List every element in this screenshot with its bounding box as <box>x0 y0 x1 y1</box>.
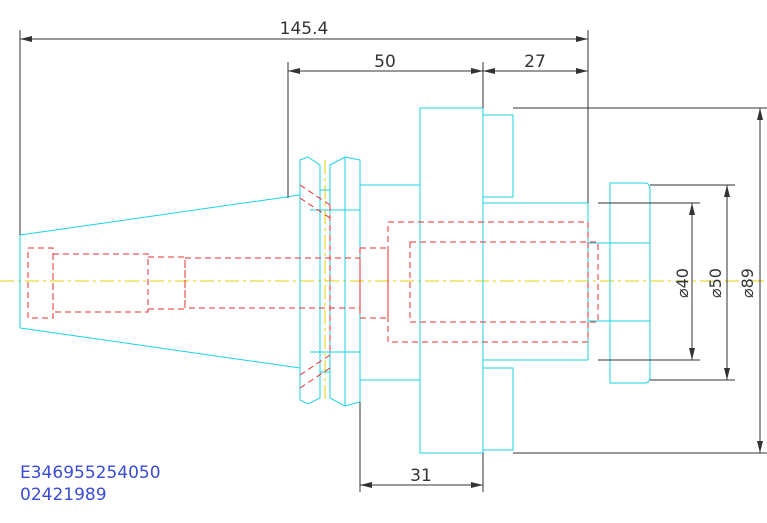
dim-overall-length-label: 145.4 <box>280 19 329 39</box>
dim-flange-length: 50 <box>287 52 484 198</box>
dim-collar-length: 27 <box>483 52 588 74</box>
dim-collar-length-label: 27 <box>524 52 546 72</box>
dim-body-diameter: ⌀50 <box>650 184 735 381</box>
dim-bore-diameter-label: ⌀40 <box>673 268 692 298</box>
dim-flange-length-label: 50 <box>374 52 396 72</box>
dim-bore-diameter: ⌀40 <box>598 202 700 361</box>
part-number: E346955254050 <box>20 463 161 483</box>
dim-body-diameter-label: ⌀50 <box>706 268 725 298</box>
dim-shoulder-length: 31 <box>359 402 484 492</box>
dim-flange-diameter: ⌀89 <box>513 107 767 454</box>
dim-flange-diameter-label: ⌀89 <box>738 268 757 298</box>
part-code: 02421989 <box>20 485 107 505</box>
hidden-lines <box>27 184 599 389</box>
dim-shoulder-length-label: 31 <box>410 466 432 486</box>
dim-overall-length: 145.4 <box>19 19 589 235</box>
